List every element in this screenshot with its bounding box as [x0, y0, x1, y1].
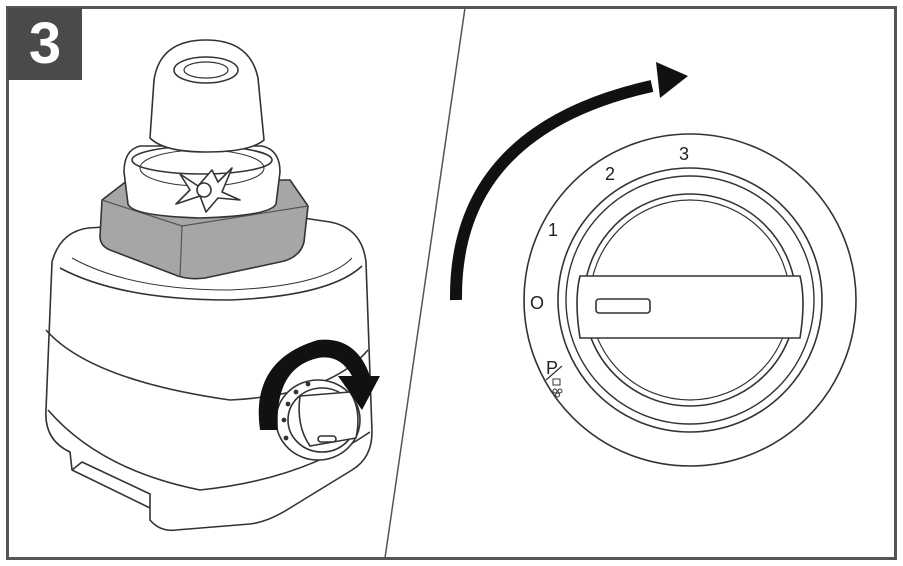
dial-label-1: 1 — [548, 220, 558, 240]
arrow-head — [656, 62, 688, 98]
knob-rotation-arrow — [258, 339, 380, 430]
blender-knob — [275, 379, 361, 461]
dial-grip — [576, 275, 804, 339]
pulse-symbol-icon — [552, 378, 563, 398]
dial-label-p: P — [546, 358, 558, 378]
dial-label-3: 3 — [679, 144, 689, 164]
blender-illustration — [45, 39, 380, 532]
dial-indicator — [595, 298, 651, 314]
dial-label-o: O — [530, 293, 544, 313]
dial-outer-ring — [523, 133, 857, 467]
dial-illustration: 3 2 1 O P — [449, 62, 857, 467]
large-rotation-arrow — [449, 80, 654, 301]
dial-label-2: 2 — [605, 164, 615, 184]
step-number-badge: 3 — [8, 8, 82, 80]
panel-divider — [384, 7, 466, 559]
